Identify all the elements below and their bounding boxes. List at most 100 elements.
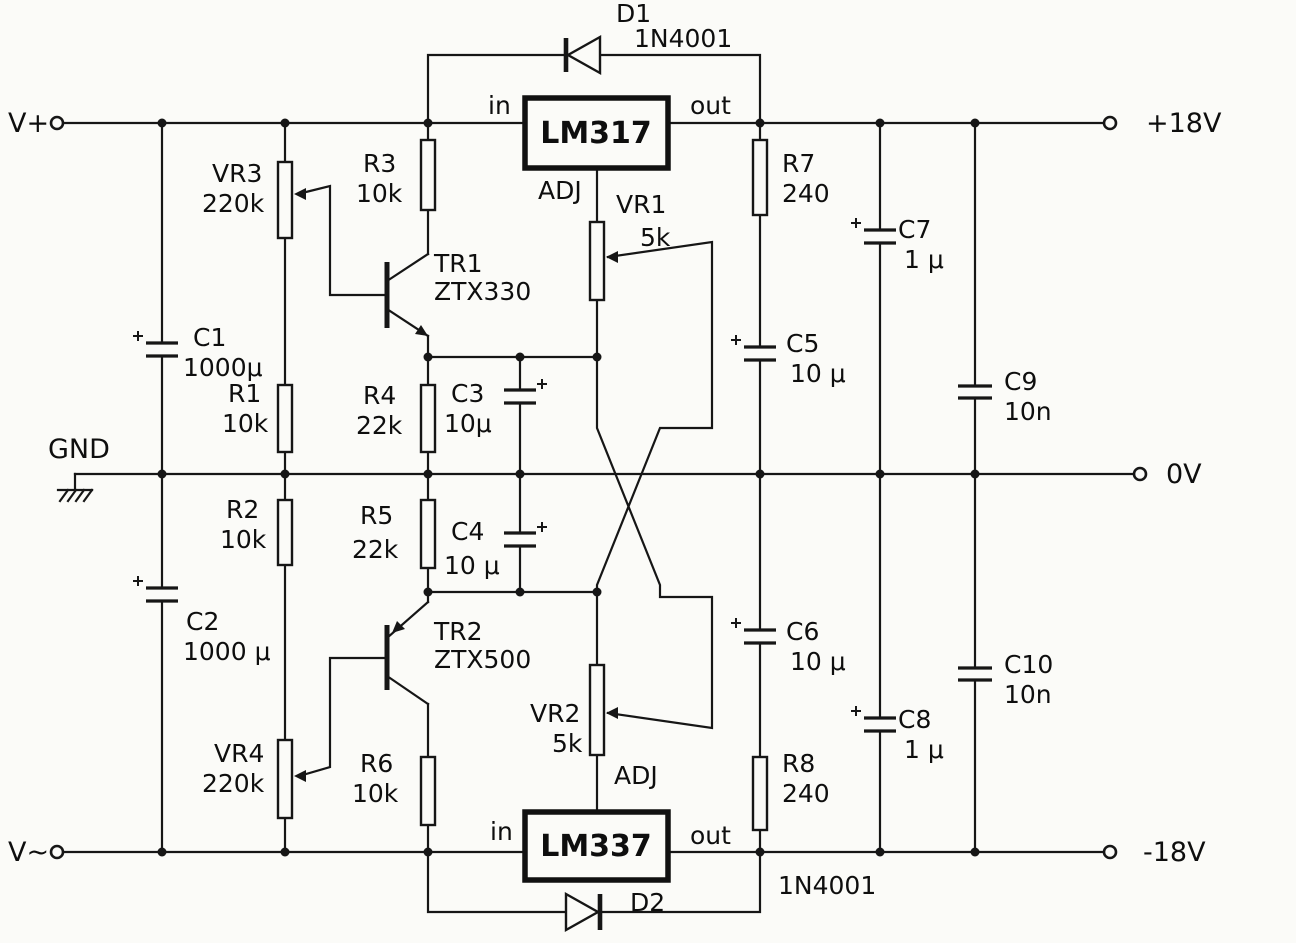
label-tr2-value: ZTX500 <box>434 645 531 674</box>
cap-c5-symbol <box>731 335 776 362</box>
label-vr2-value: 5k <box>552 729 583 758</box>
label-gnd: GND <box>48 434 110 465</box>
tr2-emitter-arrow-icon <box>392 621 405 633</box>
label-c1-name: C1 <box>193 323 226 352</box>
label-tr2-name: TR2 <box>433 617 483 646</box>
terminal-out-pos <box>1102 115 1118 131</box>
label-vr4-value: 220k <box>202 769 265 798</box>
label-out-pos: +18V <box>1146 108 1222 139</box>
label-vr3-value: 220k <box>202 189 265 218</box>
cross-link-a <box>595 298 714 730</box>
cross-link-b <box>595 240 714 667</box>
vr1-wiper-arrow-icon <box>606 251 618 263</box>
tr1-base-wire <box>304 184 389 297</box>
pot-vr4-symbol <box>276 738 306 820</box>
label-v-neg: V~ <box>8 837 49 868</box>
label-d1-name: D1 <box>616 0 651 28</box>
label-c10-value: 10n <box>1004 680 1052 709</box>
labels: V+ GND V~ +18V 0V -18V LM317 in out ADJ … <box>8 0 1222 917</box>
label-c9-name: C9 <box>1004 367 1037 396</box>
label-r1-value: 10k <box>222 409 269 438</box>
label-lm317: LM317 <box>540 116 652 151</box>
label-r7-name: R7 <box>782 149 815 178</box>
label-c7-name: C7 <box>898 215 931 244</box>
lm337-box <box>522 809 671 883</box>
label-d1-value: 1N4001 <box>634 24 732 53</box>
label-c3-name: C3 <box>451 379 484 408</box>
resistor-r2-symbol <box>276 498 294 567</box>
label-vr1-value: 5k <box>640 223 671 252</box>
label-c1-value: 1000μ <box>183 353 263 382</box>
label-c8-value: 1 μ <box>904 735 944 764</box>
label-r6-name: R6 <box>360 749 393 778</box>
tr1-emitter-arrow-icon <box>415 325 428 336</box>
vr2-wiper-arrow-icon <box>606 707 618 719</box>
label-lm337-in: in <box>490 817 513 846</box>
regulator-lm337 <box>522 809 671 883</box>
label-r5-name: R5 <box>360 501 393 530</box>
cap-c8-symbol <box>851 706 896 733</box>
label-lm317-out: out <box>690 91 731 120</box>
cap-c10-symbol <box>958 666 992 682</box>
lm317-box <box>522 95 671 171</box>
pot-vr1-symbol <box>588 220 618 302</box>
label-c6-value: 10 μ <box>790 647 846 676</box>
label-c4-name: C4 <box>451 517 484 546</box>
label-vr4-name: VR4 <box>214 739 264 768</box>
terminal-v-plus <box>49 115 65 131</box>
label-c2-value: 1000 μ <box>183 637 271 666</box>
label-out-neg: -18V <box>1143 837 1206 868</box>
resistors <box>276 138 769 832</box>
label-c3-value: 10μ <box>444 409 492 438</box>
transistor-tr1-symbol <box>384 262 428 336</box>
cap-c4-symbol <box>504 522 547 548</box>
tr2-collector-wire <box>385 674 430 706</box>
label-c7-value: 1 μ <box>904 245 944 274</box>
label-c8-name: C8 <box>898 705 931 734</box>
label-vr3-name: VR3 <box>212 159 262 188</box>
resistor-r5-symbol <box>419 498 437 570</box>
label-r4-name: R4 <box>363 381 396 410</box>
vr4-wiper-arrow-icon <box>294 770 306 782</box>
label-r1-name: R1 <box>228 379 261 408</box>
regulator-lm317 <box>522 95 671 171</box>
capacitors <box>133 218 992 733</box>
label-out-zero: 0V <box>1166 459 1202 490</box>
label-c5-name: C5 <box>786 329 819 358</box>
tr2-base-wire <box>304 656 389 776</box>
vr3-wiper-arrow-icon <box>294 188 306 200</box>
label-c5-value: 10 μ <box>790 359 846 388</box>
pot-vr2-symbol <box>588 663 618 757</box>
resistor-r8-symbol <box>751 755 769 832</box>
label-r5-value: 22k <box>352 535 399 564</box>
resistor-r3-symbol <box>419 138 437 212</box>
label-vr1-name: VR1 <box>616 190 666 219</box>
label-c6-name: C6 <box>786 617 819 646</box>
label-r8-name: R8 <box>782 749 815 778</box>
diode-d2-symbol <box>564 891 603 933</box>
transistor-tr2-symbol <box>384 621 405 690</box>
ground-icon <box>56 472 94 503</box>
terminal-out-neg <box>1102 844 1118 860</box>
label-vr2-name: VR2 <box>530 699 580 728</box>
label-c9-value: 10n <box>1004 397 1052 426</box>
label-r2-value: 10k <box>220 525 267 554</box>
label-lm317-in: in <box>488 91 511 120</box>
cap-c3-symbol <box>504 379 547 405</box>
label-r2-name: R2 <box>226 495 259 524</box>
label-r4-value: 22k <box>356 411 403 440</box>
cap-c1-symbol <box>133 331 178 358</box>
label-lm317-adj: ADJ <box>538 176 582 205</box>
cap-c2-symbol <box>133 576 178 603</box>
label-lm337: LM337 <box>540 829 652 864</box>
label-r6-value: 10k <box>352 779 399 808</box>
label-tr1-name: TR1 <box>433 249 483 278</box>
label-r8-value: 240 <box>782 779 830 808</box>
terminal-v-neg <box>49 844 65 860</box>
diode-d1-symbol <box>563 34 602 76</box>
label-r3-value: 10k <box>356 179 403 208</box>
resistor-r1-symbol <box>276 383 294 454</box>
label-c2-name: C2 <box>186 607 219 636</box>
